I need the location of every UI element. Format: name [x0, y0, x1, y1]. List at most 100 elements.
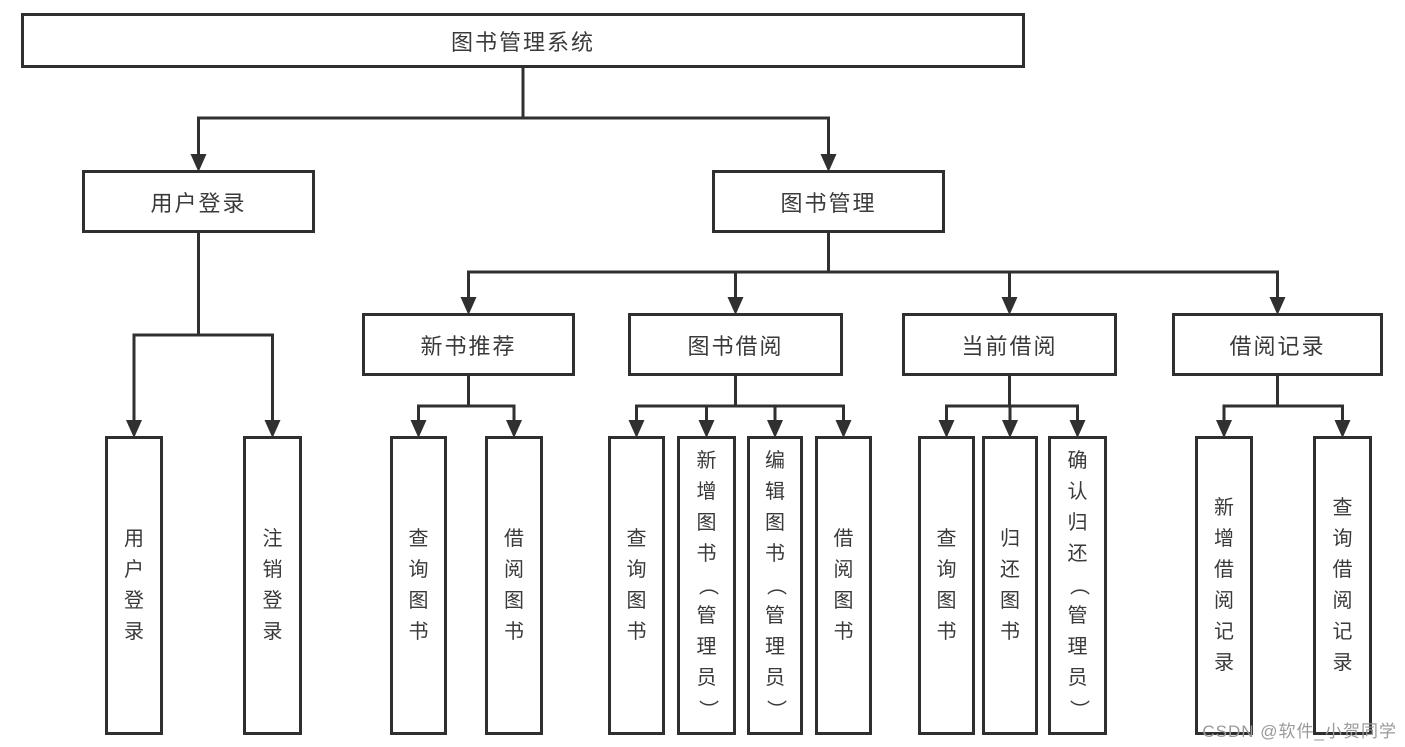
node-label-char: 管 — [765, 605, 785, 627]
node-label-char: 认 — [1067, 481, 1088, 503]
node-label-char: （ — [696, 575, 718, 596]
node-label-char: 阅 — [833, 558, 854, 581]
arrowhead-icon — [460, 297, 477, 315]
node-leaf-query-books: 查询图书 — [608, 436, 665, 735]
node-leaf-confirm-return-admin: 确认归还（管理员） — [1048, 436, 1107, 735]
node-label-char: 员 — [1067, 667, 1088, 689]
node-label: 借阅图书 — [834, 524, 854, 648]
arrowhead-icon — [835, 420, 852, 438]
node-label-char: 员 — [696, 667, 717, 689]
arrowhead-icon — [264, 420, 281, 438]
node-label: 新增图书（管理员） — [696, 446, 718, 725]
node-leaf-add-books-admin: 新增图书（管理员） — [677, 436, 736, 735]
arrowhead-icon — [1002, 420, 1018, 438]
node-label-char: ） — [1067, 699, 1089, 720]
node-label-char: 图 — [936, 589, 957, 612]
node-label-char: 管 — [1067, 605, 1088, 627]
node-label-char: 录 — [1214, 651, 1234, 674]
node-label-char: 还 — [1000, 558, 1020, 581]
node-label-char: 图 — [765, 512, 785, 534]
node-label-char: 借 — [833, 527, 854, 550]
node-label: 归还图书 — [1000, 524, 1020, 648]
node-label-char: 理 — [765, 636, 785, 658]
arrowhead-icon — [938, 420, 955, 438]
node-label-char: 编 — [765, 450, 785, 472]
node-library-management-system: 图书管理系统 — [21, 13, 1025, 68]
node-current-borrowing: 当前借阅 — [902, 313, 1117, 376]
node-label: 当前借阅 — [961, 333, 1058, 359]
arrowhead-icon — [1001, 297, 1018, 315]
node-label-char: 查 — [1332, 496, 1353, 519]
node-label: 查询图书 — [937, 524, 957, 648]
node-label-char: 询 — [936, 558, 957, 581]
node-label-char: 注 — [262, 527, 283, 550]
node-label: 借阅图书 — [504, 524, 524, 648]
node-label-char: （ — [764, 575, 787, 596]
node-label-char: 记 — [1332, 620, 1353, 643]
arrowhead-icon — [126, 420, 142, 438]
node-label-char: 询 — [626, 558, 647, 581]
node-leaf-edit-books-admin: 编辑图书 （ 管理员 ） — [747, 436, 803, 735]
node-label: 确认归还（管理员） — [1067, 446, 1089, 725]
node-leaf-query-books: 查询图书 — [390, 436, 447, 735]
node-label-char: 阅 — [1214, 589, 1234, 612]
node-label-char: 书 — [408, 620, 429, 643]
node-label: 图书管理系统 — [450, 29, 595, 55]
node-label: 图书管理 — [780, 190, 877, 216]
node-label-char: 登 — [262, 589, 283, 612]
node-label: 编辑图书 （ 管理员 ） — [765, 446, 787, 725]
node-label-char: 图 — [833, 589, 854, 612]
node-leaf-add-borrow-record: 新增借阅记录 — [1195, 436, 1253, 735]
node-label-char: ） — [764, 699, 787, 720]
node-label-char: 录 — [124, 620, 144, 643]
arrowhead-icon — [1069, 420, 1086, 438]
node-label: 注销登录 — [263, 524, 283, 648]
node-label-char: 询 — [408, 558, 429, 581]
node-borrowing-records: 借阅记录 — [1172, 313, 1383, 376]
node-label: 新书推荐 — [420, 333, 517, 359]
arrowhead-icon — [1216, 420, 1232, 438]
node-label-char: 新 — [1214, 496, 1234, 519]
node-label-char: 录 — [262, 620, 283, 643]
node-label-char: 查 — [626, 527, 647, 550]
node-label-char: 确 — [1067, 450, 1088, 472]
node-label-char: （ — [1067, 575, 1089, 596]
node-label-char: 借 — [1214, 558, 1234, 581]
arrowhead-icon — [767, 420, 783, 438]
node-label-char: 借 — [504, 527, 524, 550]
node-book-management: 图书管理 — [712, 170, 945, 233]
node-label-char: 书 — [833, 620, 854, 643]
node-label-char: 归 — [1067, 512, 1088, 534]
node-new-book-recommendation: 新书推荐 — [362, 313, 575, 376]
arrowhead-icon — [506, 420, 522, 438]
arrowhead-icon — [190, 154, 207, 172]
arrowhead-icon — [628, 420, 645, 438]
node-label: 用户登录 — [124, 524, 144, 648]
node-label-char: 图 — [1000, 589, 1020, 612]
node-leaf-borrow-books: 借阅图书 — [815, 436, 872, 735]
node-label-char: 书 — [626, 620, 647, 643]
node-leaf-logout: 注销登录 — [243, 436, 302, 735]
node-label-char: 员 — [765, 667, 785, 689]
node-label-char: 书 — [765, 543, 785, 565]
arrowhead-icon — [698, 420, 715, 438]
watermark-text: CSDN @软件_小贺同学 — [1202, 722, 1397, 741]
node-label-char: 图 — [408, 589, 429, 612]
arrowhead-icon — [1334, 420, 1351, 438]
node-label-char: 查 — [408, 527, 429, 550]
arrowhead-icon — [820, 154, 837, 172]
node-label-char: 新 — [696, 450, 717, 472]
node-label-char: 登 — [124, 589, 144, 612]
node-label-char: 辑 — [765, 481, 785, 503]
node-label-char: 理 — [696, 636, 717, 658]
node-leaf-borrow-books: 借阅图书 — [485, 436, 543, 735]
arrowhead-icon — [1269, 297, 1286, 315]
node-label: 用户登录 — [150, 190, 247, 216]
node-label: 图书借阅 — [687, 333, 784, 359]
arrowhead-icon — [410, 420, 427, 438]
node-label-char: ） — [696, 699, 718, 720]
node-label-char: 管 — [696, 605, 717, 627]
node-label-char: 借 — [1332, 558, 1353, 581]
